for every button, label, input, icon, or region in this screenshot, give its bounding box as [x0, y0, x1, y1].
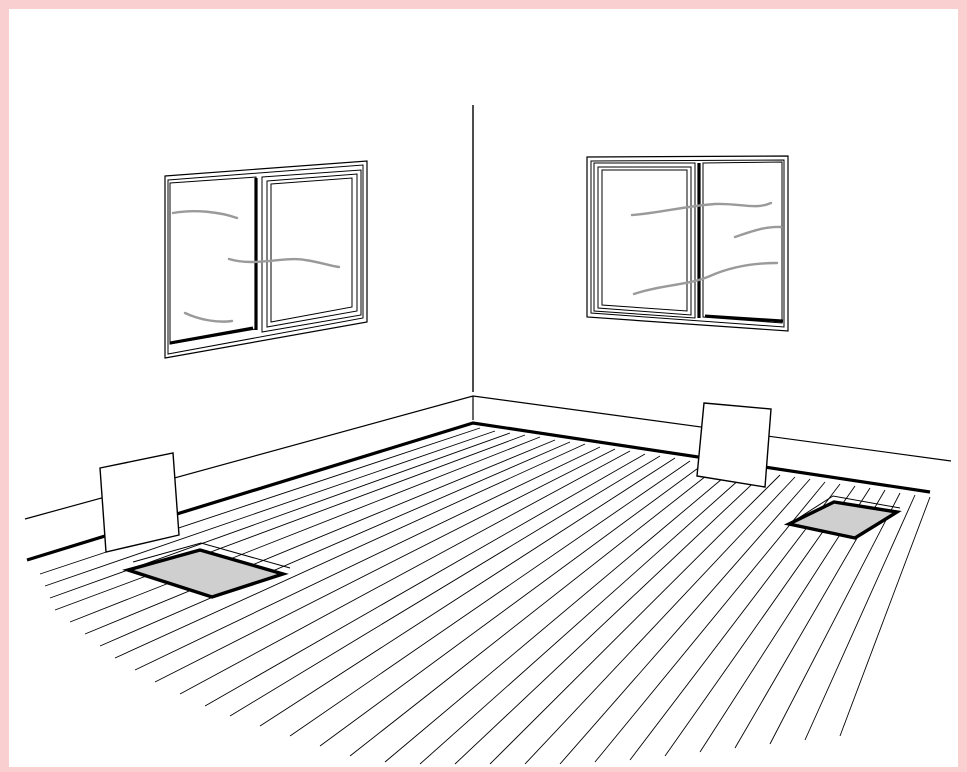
floorboard-line [560, 479, 810, 764]
floorboard-line [230, 456, 660, 716]
left-window [165, 161, 367, 358]
floorboard-line [350, 465, 720, 756]
right-window [587, 156, 788, 331]
room-illustration [9, 9, 958, 767]
right-panel [697, 403, 771, 487]
floorboard-line [290, 461, 690, 736]
floorboard-line [320, 463, 705, 746]
floorboard-line [385, 468, 735, 762]
illustration-canvas [9, 9, 958, 767]
left-panel [100, 453, 179, 552]
floorboard-line [420, 470, 750, 764]
floorboard-line [115, 444, 585, 658]
right-floor-vent [789, 496, 900, 538]
floorboard-line [205, 454, 645, 706]
